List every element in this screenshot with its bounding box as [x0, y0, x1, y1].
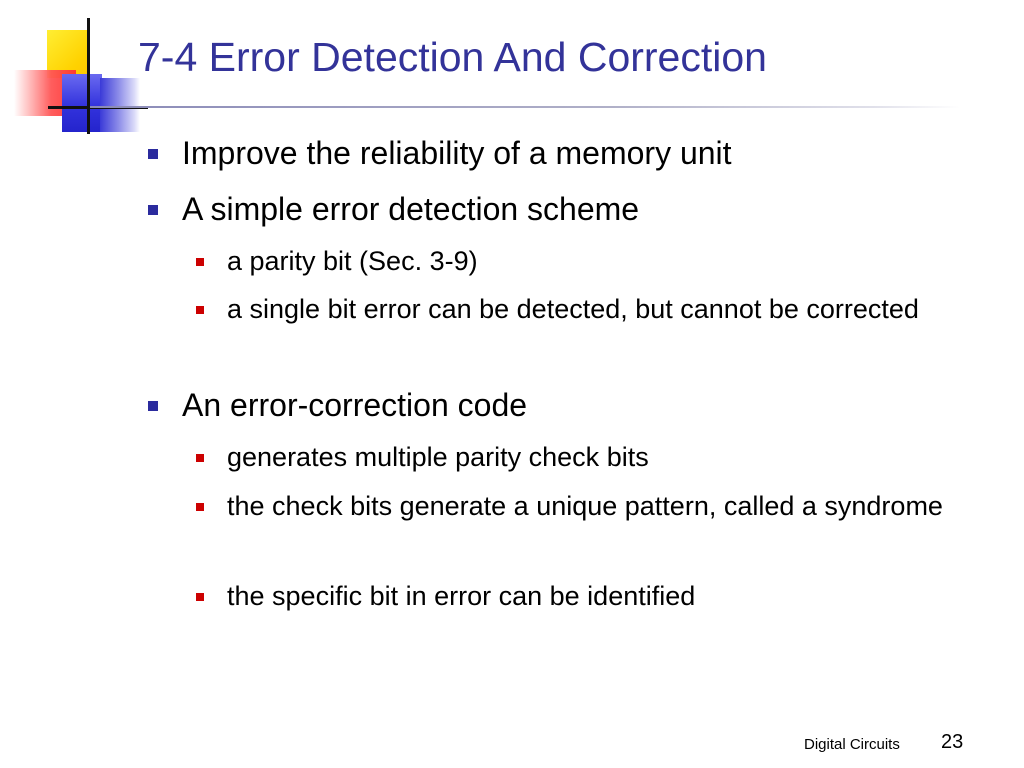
square-bullet-icon [148, 149, 158, 159]
square-bullet-icon [148, 205, 158, 215]
sub-bullet-text: a single bit error can be detected, but … [227, 294, 919, 324]
sub-bullet-item: the specific bit in error can be identif… [196, 577, 987, 616]
title-underline [90, 106, 960, 108]
bullet-text: Improve the reliability of a memory unit [182, 135, 732, 171]
bullet-item: An error-correction code [148, 386, 982, 424]
page-number: 23 [941, 731, 964, 753]
sub-bullet-text: the specific bit in error can be identif… [227, 581, 696, 611]
logo-vertical-line [87, 18, 90, 134]
sub-bullet-item: a single bit error can be detected, but … [196, 290, 987, 329]
square-bullet-icon [196, 258, 204, 266]
slide-title: 7-4 Error Detection And Correction [138, 34, 767, 80]
square-bullet-icon [196, 454, 204, 462]
bullet-item: A simple error detection scheme [148, 190, 982, 228]
sub-bullet-text: a parity bit (Sec. 3-9) [227, 246, 478, 276]
footer-label: Digital Circuits [804, 736, 900, 753]
square-bullet-icon [196, 503, 204, 511]
sub-bullet-item: generates multiple parity check bits [196, 438, 987, 477]
sub-bullet-text: the check bits generate a unique pattern… [227, 491, 943, 521]
bullet-text: A simple error detection scheme [182, 191, 640, 227]
logo-blue-fade-square [100, 78, 140, 132]
square-bullet-icon [148, 401, 158, 411]
square-bullet-icon [196, 593, 204, 601]
logo-blue-square [62, 74, 102, 132]
square-bullet-icon [196, 306, 204, 314]
bullet-text: An error-correction code [182, 387, 528, 423]
sub-bullet-item: a parity bit (Sec. 3-9) [196, 242, 987, 281]
bullet-item: Improve the reliability of a memory unit [148, 134, 982, 172]
sub-bullet-item: the check bits generate a unique pattern… [196, 487, 987, 526]
sub-bullet-text: generates multiple parity check bits [227, 442, 649, 472]
